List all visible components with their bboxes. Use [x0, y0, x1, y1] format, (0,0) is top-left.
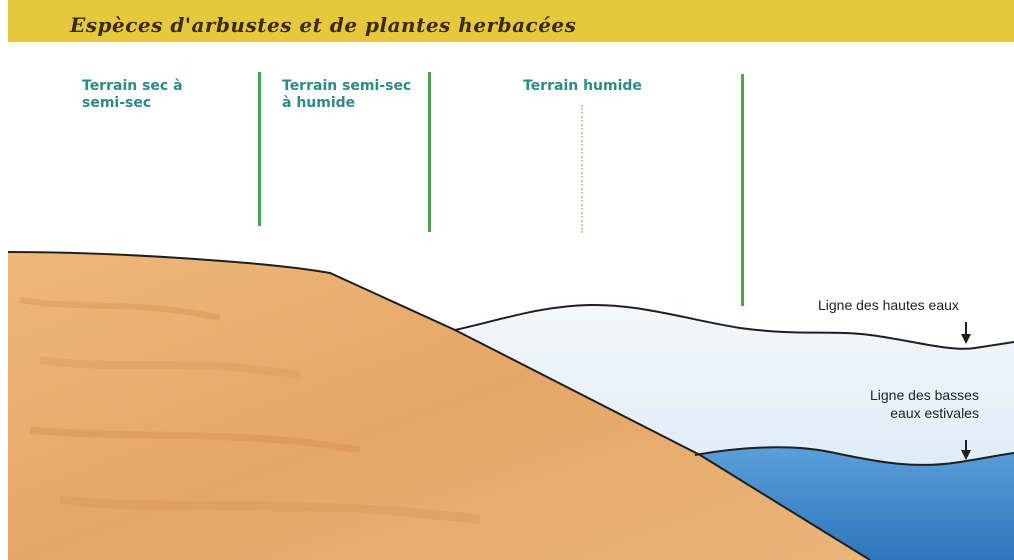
low-water-label: Ligne des basses eaux estivales [870, 386, 979, 422]
arrow-down-icon [961, 322, 971, 344]
high-water-label: Ligne des hautes eaux [818, 296, 959, 314]
